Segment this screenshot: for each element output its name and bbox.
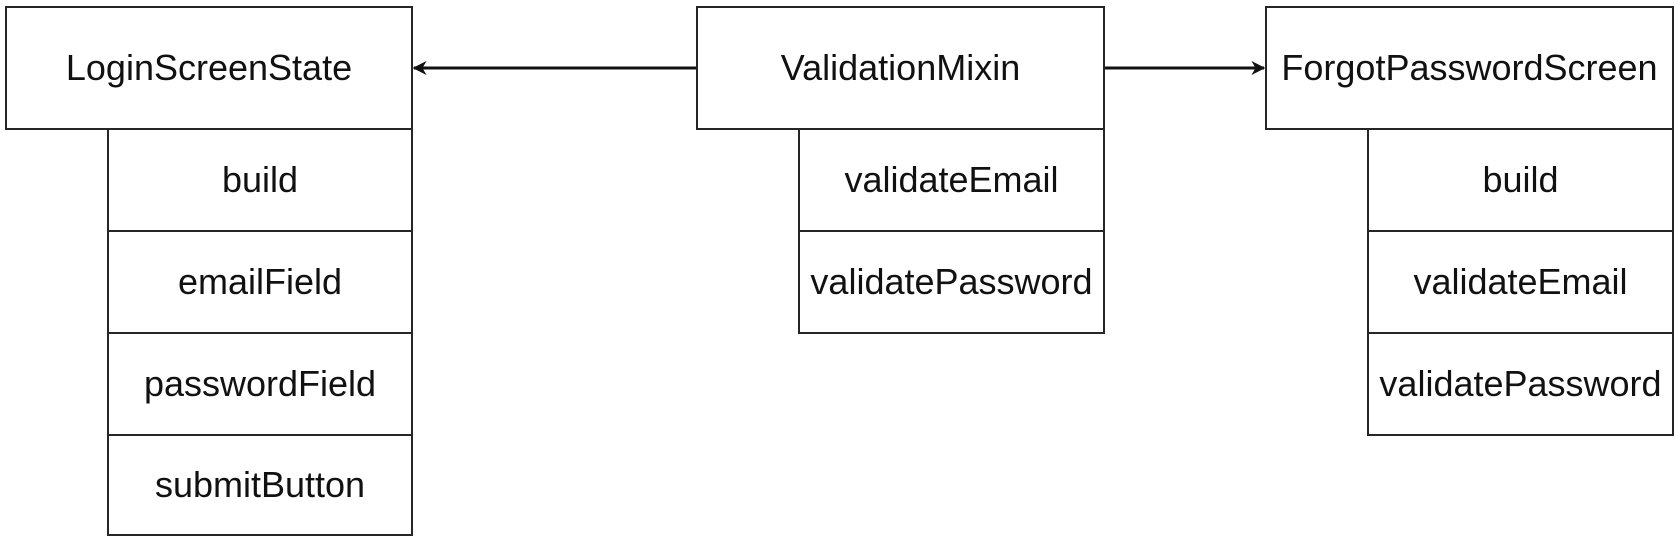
method-login-build[interactable]: build: [107, 128, 413, 232]
method-forgot-build[interactable]: build: [1367, 128, 1674, 232]
class-header-login-screen-state[interactable]: LoginScreenState: [5, 6, 413, 130]
method-forgot-validate-email[interactable]: validateEmail: [1367, 230, 1674, 334]
method-label: validatePassword: [1379, 363, 1662, 404]
class-name-login-screen-state: LoginScreenState: [65, 47, 353, 88]
class-header-forgot-password-screen[interactable]: ForgotPasswordScreen: [1265, 6, 1674, 130]
class-name-validation-mixin: ValidationMixin: [780, 47, 1021, 88]
method-label: validateEmail: [1413, 261, 1628, 302]
class-name-forgot-password-screen: ForgotPasswordScreen: [1281, 47, 1658, 88]
method-forgot-validate-password[interactable]: validatePassword: [1367, 332, 1674, 436]
method-label: build: [1482, 159, 1559, 200]
method-label: passwordField: [143, 363, 377, 404]
method-mixin-validate-email[interactable]: validateEmail: [798, 128, 1105, 232]
method-label: build: [221, 159, 299, 200]
method-label: emailField: [177, 261, 343, 302]
class-header-validation-mixin[interactable]: ValidationMixin: [696, 6, 1105, 130]
method-login-password-field[interactable]: passwordField: [107, 332, 413, 436]
method-mixin-validate-password[interactable]: validatePassword: [798, 230, 1105, 334]
method-label: submitButton: [154, 464, 366, 505]
method-label: validatePassword: [810, 261, 1093, 302]
method-login-email-field[interactable]: emailField: [107, 230, 413, 334]
method-label: validateEmail: [844, 159, 1059, 200]
method-login-submit-button[interactable]: submitButton: [107, 434, 413, 536]
